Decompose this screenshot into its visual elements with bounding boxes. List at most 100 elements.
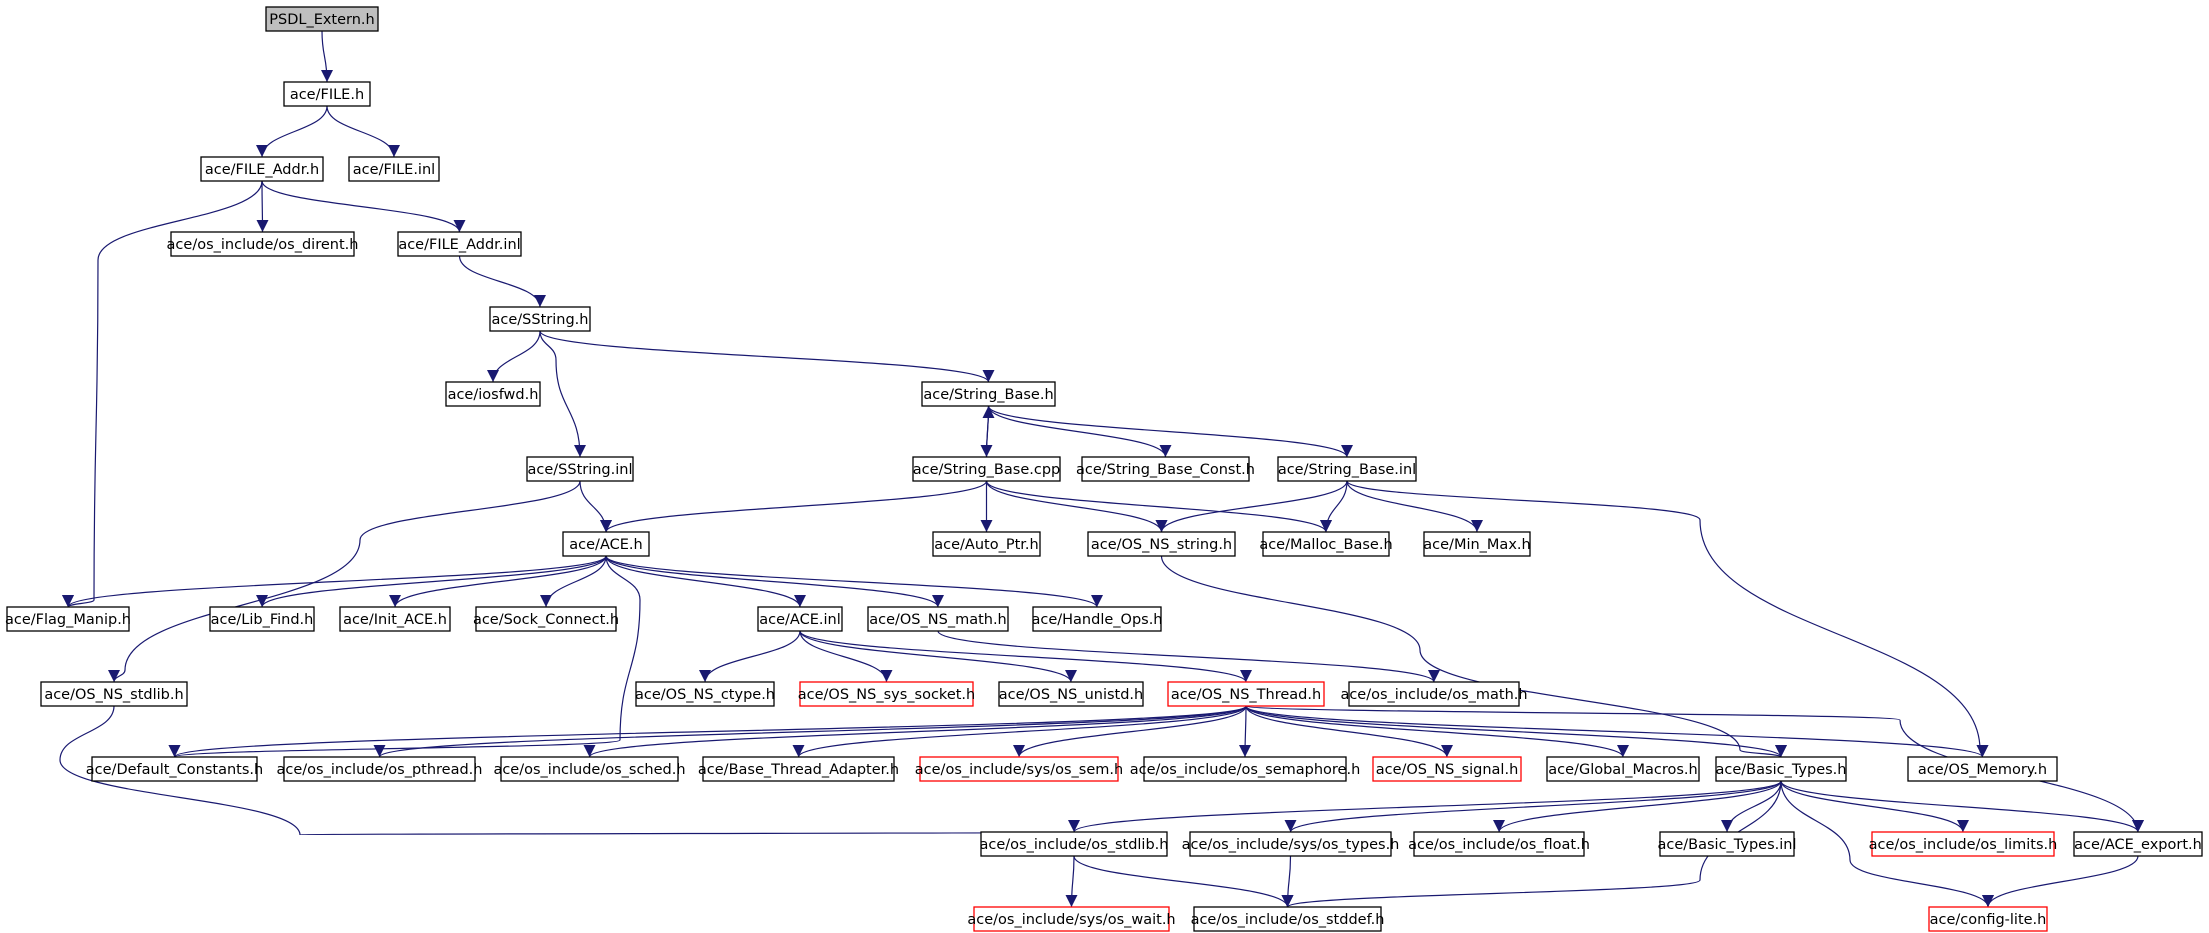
node-os-ns-unistd[interactable]: ace/OS_NS_unistd.h (998, 681, 1144, 707)
node-string-base-h[interactable]: ace/String_Base.h (921, 381, 1056, 407)
node-box (209, 606, 315, 632)
node-file-addr-inl[interactable]: ace/FILE_Addr.inl (397, 231, 522, 257)
edge-file-h-to-file-addr-h (256, 105, 328, 158)
node-os-ns-sys-socket[interactable]: ace/OS_NS_sys_socket.h (798, 681, 975, 707)
node-file-addr-h[interactable]: ace/FILE_Addr.h (200, 156, 324, 182)
edge-string-base-cpp-to-os-ns-string (985, 480, 1168, 533)
edge-os-ns-thread-to-os-pthread (373, 705, 1247, 758)
node-basic-types-inl[interactable]: ace/Basic_Types.inl (1657, 831, 1797, 857)
edge-file-addr-inl-to-sstring-h (458, 255, 546, 308)
node-default-constants[interactable]: ace/Default_Constants.h (86, 756, 263, 782)
node-label: ace/String_Base.h (923, 387, 1053, 403)
node-box (489, 306, 591, 332)
node-sstring-h[interactable]: ace/SString.h (489, 306, 591, 332)
node-box (265, 6, 379, 32)
node-label: ace/ACE_export.h (2074, 837, 2202, 853)
node-os-math[interactable]: ace/os_include/os_math.h (1340, 681, 1528, 707)
node-iosfwd[interactable]: ace/iosfwd.h (445, 381, 541, 407)
node-os-dirent[interactable]: ace/os_include/os_dirent.h (167, 231, 359, 257)
node-label: ace/os_include/os_semaphore.h (1130, 762, 1361, 778)
node-os-stddef[interactable]: ace/os_include/os_stddef.h (1191, 906, 1385, 932)
node-label: ace/config-lite.h (1930, 912, 2047, 928)
node-basic-types-h[interactable]: ace/Basic_Types.h (1715, 756, 1847, 782)
edge-ace-h-to-lib-find (256, 555, 607, 608)
node-flag-manip[interactable]: ace/Flag_Manip.h (5, 606, 131, 632)
node-os-ns-stdlib[interactable]: ace/OS_NS_stdlib.h (40, 681, 188, 707)
node-box (562, 531, 650, 557)
edge-os-stdlib-to-os-stddef (1073, 855, 1294, 908)
node-config-lite[interactable]: ace/config-lite.h (1928, 906, 2048, 932)
node-box (526, 456, 634, 482)
node-os-ns-thread[interactable]: ace/OS_NS_Thread.h (1167, 681, 1325, 707)
node-box (1348, 681, 1520, 707)
node-label: ace/FILE_Addr.inl (398, 237, 520, 253)
node-sstring-inl[interactable]: ace/SString.inl (526, 456, 634, 482)
node-box (1871, 831, 2055, 857)
node-string-base-cpp[interactable]: ace/String_Base.cpp (912, 456, 1061, 482)
node-os-wait[interactable]: ace/os_include/sys/os_wait.h (967, 906, 1176, 932)
edge-os-ns-thread-to-os-sched (583, 705, 1247, 758)
node-os-ns-string[interactable]: ace/OS_NS_string.h (1087, 531, 1236, 557)
node-auto-ptr[interactable]: ace/Auto_Ptr.h (932, 531, 1041, 557)
node-box (170, 231, 355, 257)
node-label: ace/os_include/os_math.h (1340, 687, 1527, 703)
node-label: ace/iosfwd.h (448, 387, 539, 403)
node-os-limits[interactable]: ace/os_include/os_limits.h (1869, 831, 2058, 857)
node-os-ns-signal[interactable]: ace/OS_NS_signal.h (1372, 756, 1522, 782)
node-label: ace/os_include/sys/os_sem.h (915, 762, 1123, 778)
node-label: ace/Sock_Connect.h (473, 612, 619, 628)
node-os-stdlib[interactable]: ace/os_include/os_stdlib.h (980, 831, 1169, 857)
node-box (1262, 531, 1390, 557)
node-box (397, 231, 522, 257)
node-label: ace/SString.h (492, 312, 589, 328)
node-string-base-inl[interactable]: ace/String_Base.inl (1277, 456, 1417, 482)
edge-ace-inl-to-os-ns-unistd (799, 630, 1077, 683)
edge-ace-h-to-handle-ops (605, 555, 1103, 608)
node-os-semaphore[interactable]: ace/os_include/os_semaphore.h (1130, 756, 1361, 782)
node-os-float[interactable]: ace/os_include/os_float.h (1408, 831, 1590, 857)
edge-os-ns-thread-to-os-memory (1245, 705, 1989, 758)
node-box (40, 681, 188, 707)
node-box (799, 681, 974, 707)
node-malloc-base[interactable]: ace/Malloc_Base.h (1259, 531, 1393, 557)
node-os-sched[interactable]: ace/os_include/os_sched.h (493, 756, 686, 782)
node-init-ace[interactable]: ace/Init_ACE.h (339, 606, 451, 632)
node-ace-inl[interactable]: ace/ACE.inl (757, 606, 843, 632)
node-os-ns-ctype[interactable]: ace/OS_NS_ctype.h (635, 681, 775, 707)
node-box (1167, 681, 1325, 707)
node-ace-h[interactable]: ace/ACE.h (562, 531, 650, 557)
node-box (1143, 756, 1347, 782)
node-os-pthread[interactable]: ace/os_include/os_pthread.h (277, 756, 483, 782)
node-label: ace/Basic_Types.inl (1657, 837, 1796, 853)
node-global-macros[interactable]: ace/Global_Macros.h (1546, 756, 1700, 782)
node-handle-ops[interactable]: ace/Handle_Ops.h (1031, 606, 1163, 632)
node-label: ace/FILE.h (290, 87, 364, 103)
node-label: ace/String_Base.inl (1278, 462, 1416, 478)
node-lib-find[interactable]: ace/Lib_Find.h (209, 606, 315, 632)
node-ace-export[interactable]: ace/ACE_export.h (2073, 831, 2203, 857)
node-os-memory[interactable]: ace/OS_Memory.h (1907, 756, 2058, 782)
node-label: ace/os_include/os_stdlib.h (980, 837, 1169, 853)
node-label: ace/os_include/os_stddef.h (1191, 912, 1385, 928)
node-label: ace/os_include/os_limits.h (1869, 837, 2058, 853)
node-base-thread-adapter[interactable]: ace/Base_Thread_Adapter.h (698, 756, 899, 782)
edge-os-ns-string-to-basic-types-h (1160, 555, 1787, 758)
node-label: PSDL_Extern.h (269, 12, 375, 28)
edge-ace-h-to-flag-manip (62, 555, 607, 608)
node-label: ace/OS_NS_string.h (1091, 537, 1232, 553)
node-min-max[interactable]: ace/Min_Max.h (1423, 531, 1531, 557)
node-os-types[interactable]: ace/os_include/sys/os_types.h (1182, 831, 1400, 857)
edge-basic-types-h-to-basic-types-inl (1721, 780, 1782, 833)
node-string-base-const[interactable]: ace/String_Base_Const.h (1076, 456, 1255, 482)
node-os-sem[interactable]: ace/os_include/sys/os_sem.h (915, 756, 1123, 782)
node-file-inl[interactable]: ace/FILE.inl (348, 156, 440, 182)
node-os-ns-math[interactable]: ace/OS_NS_math.h (867, 606, 1009, 632)
edge-os-ns-thread-to-default-constants (169, 705, 1247, 758)
node-box (635, 681, 775, 707)
node-sock-connect[interactable]: ace/Sock_Connect.h (473, 606, 619, 632)
node-box (283, 756, 476, 782)
node-psdl-extern[interactable]: PSDL_Extern.h (265, 6, 379, 32)
node-box (1189, 831, 1392, 857)
node-file-h[interactable]: ace/FILE.h (283, 81, 371, 107)
edge-psdl-extern-to-file-h (320, 30, 333, 83)
